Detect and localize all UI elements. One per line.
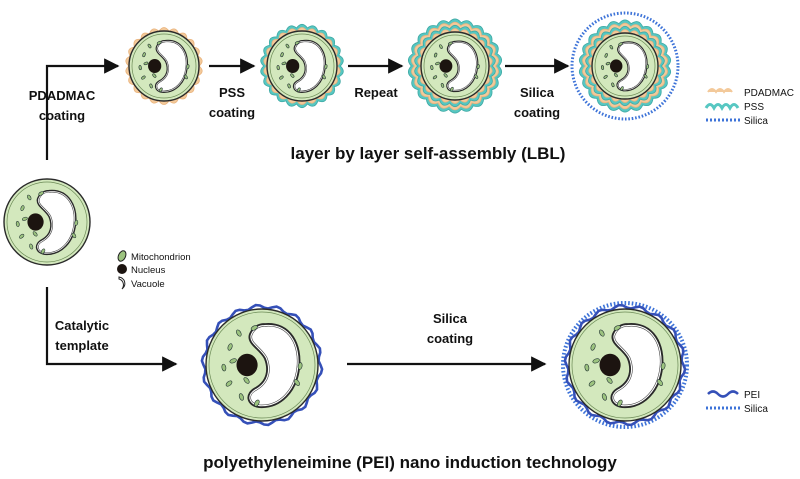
legend-silica-label-lbl: Silica <box>744 116 768 127</box>
pei-step-labels: Catalytic template Silica coating <box>55 311 473 353</box>
step-label-silica-pei-1: Silica <box>433 311 468 326</box>
legend-silica-label-pei: Silica <box>744 404 768 415</box>
step-label-catalytic-1: Catalytic <box>55 318 109 333</box>
cell-pdadmac-coated <box>125 27 203 105</box>
legend-pss-swatch <box>704 103 740 112</box>
cell-pss-coated <box>260 23 344 109</box>
cell-repeat-coated <box>408 18 502 114</box>
vacuole-icon <box>118 276 126 290</box>
step-label-silica-pei-2: coating <box>427 331 473 346</box>
cell-pei-coated <box>200 303 324 427</box>
cell-silica-coated-pei <box>561 301 689 429</box>
step-label-pdadmac-2: coating <box>39 108 85 123</box>
arrow-to-pdadmac <box>45 58 120 160</box>
lbl-step-labels: PDADMAC coating PSS coating Repeat Silic… <box>29 85 560 123</box>
lbl-title: layer by layer self-assembly (LBL) <box>291 144 566 163</box>
legend-pei-label: PEI <box>744 390 760 401</box>
arrow-to-pei <box>45 287 178 372</box>
mitochondrion-icon <box>117 250 127 262</box>
step-label-silica-lbl-2: coating <box>514 105 560 120</box>
step-label-pdadmac-1: PDADMAC <box>29 88 96 103</box>
connectors <box>45 58 570 372</box>
legend-pdadmac-swatch <box>707 88 733 94</box>
pei-legend: PEI Silica <box>706 390 768 415</box>
pei-title: polyethyleneimine (PEI) nano induction t… <box>203 453 617 472</box>
lbl-legend: PDADMAC PSS Silica <box>704 88 794 127</box>
cell-legend: Mitochondrion Nucleus Vacuole <box>117 250 191 290</box>
legend-mitochondrion-label: Mitochondrion <box>131 252 191 263</box>
legend-pss-label: PSS <box>744 102 764 113</box>
step-label-pss-2: coating <box>209 105 255 120</box>
legend-pdadmac-label: PDADMAC <box>744 88 794 99</box>
cell-silica-coated-lbl <box>570 11 680 121</box>
step-label-pss-1: PSS <box>219 85 245 100</box>
legend-pei-swatch <box>707 390 739 398</box>
legend-nucleus-label: Nucleus <box>131 265 166 276</box>
nucleus-icon <box>117 264 127 274</box>
step-label-catalytic-2: template <box>55 338 108 353</box>
step-label-silica-lbl-1: Silica <box>520 85 555 100</box>
cell-original <box>3 178 91 266</box>
legend-vacuole-label: Vacuole <box>131 279 165 290</box>
step-label-repeat: Repeat <box>354 85 398 100</box>
